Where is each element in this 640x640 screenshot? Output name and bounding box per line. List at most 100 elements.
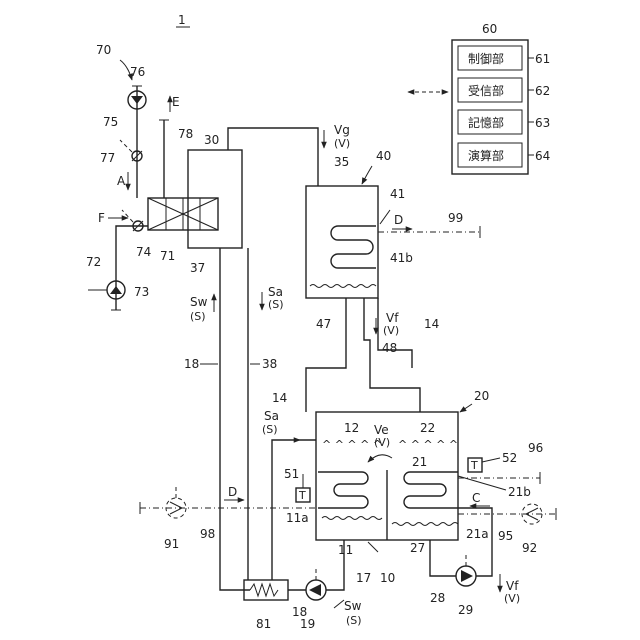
flow-Vf-mid: Vf (386, 311, 399, 325)
unit-10-ref: 10 (380, 571, 395, 585)
control-unit: 60 制御部 61 受信部 62 記憶部 63 演算部 64 (408, 22, 550, 174)
coil-21a-ref: 21a (466, 527, 489, 541)
coil-11 (318, 472, 368, 508)
tank-40-ref: 40 (376, 149, 391, 163)
pump-92-ref: 92 (522, 541, 537, 555)
coil-21b-ref: 21b (508, 485, 531, 499)
control-unit-ref: 60 (482, 22, 497, 36)
pipe-95-ref: 95 (498, 529, 513, 543)
pump-73-ref: 73 (134, 285, 149, 299)
flow-Sw-top: Sw (190, 295, 208, 309)
heat-exchanger-81-ref: 81 (256, 617, 271, 631)
loop-ref: 70 (96, 43, 111, 57)
unit-20-leader (460, 404, 472, 412)
flow-Sa-top: Sa (268, 285, 283, 299)
flow-Vg: Vg (334, 123, 350, 137)
pipe-28-ref: 28 (430, 591, 445, 605)
pipe-96-ref: 96 (528, 441, 543, 455)
liquid-pipes: Vf (V) 14 48 14 (272, 298, 439, 412)
flow-Ve: Ve (374, 423, 389, 437)
control-cell-4: 演算部 64 (458, 143, 550, 167)
nozzle-22-ref: 22 (420, 421, 435, 435)
control-cell-label: 制御部 (468, 51, 504, 66)
pipe-to-pump-29 (430, 540, 456, 576)
control-cell-1: 制御部 61 (458, 46, 550, 70)
sa-inlet-pipe (272, 440, 316, 580)
condenser-tank: 40 41 41b 47 D 99 (306, 149, 480, 331)
heat-exchanger-ref: 71 (160, 249, 175, 263)
absorber-bottom-ref: 37 (190, 261, 205, 275)
pump-76-ref: 76 (130, 65, 145, 79)
leader-sw (334, 600, 344, 608)
control-cell-label: 受信部 (468, 83, 504, 98)
sa-inlet: Sa (S) (262, 409, 316, 580)
pump-29-ref: 29 (458, 603, 473, 617)
pump-29-symbol (461, 570, 473, 582)
cooling-water-loop: 70 76 75 77 A E 78 F 74 72 73 (86, 43, 193, 310)
control-cell-ref: 64 (535, 149, 550, 163)
pipe-35-ref: 35 (334, 155, 349, 169)
flow-Vg-sub: (V) (334, 137, 350, 150)
pipe-14 (306, 298, 346, 412)
vapor-pipe-35: Vg (V) 35 (228, 123, 350, 186)
sensor-52-ref: 52 (502, 451, 517, 465)
valve-77-signal (120, 140, 132, 152)
figure-number-text: 1 (178, 13, 186, 27)
flow-Sa-top-sub: (S) (268, 298, 284, 311)
flow-Vf-bottom-sub: (V) (504, 592, 520, 605)
pipe-78-ref: 78 (178, 127, 193, 141)
control-cell-ref: 63 (535, 116, 550, 130)
flow-Sa-low: Sa (264, 409, 279, 423)
pump-76-symbol (131, 96, 143, 104)
valve-77-ref: 77 (100, 151, 115, 165)
flow-A: A (117, 174, 126, 188)
pipe-18 (220, 248, 250, 590)
flow-D-top: D (394, 213, 403, 227)
flow-Sw-bottom: Sw (344, 599, 362, 613)
coil-41b-ref: 41b (390, 251, 413, 265)
arrow-Ve (368, 455, 392, 462)
chamber-27-ref: 27 (410, 541, 425, 555)
wall-17-ref: 17 (356, 571, 371, 585)
pump-73-symbol (110, 286, 122, 294)
control-cell-ref: 62 (535, 84, 550, 98)
coil-11-ref: 11 (338, 543, 353, 557)
pipe-38-ref: 38 (262, 357, 277, 371)
pipe-14-ref-b: 14 (272, 391, 287, 405)
absorber-ref: 30 (204, 133, 219, 147)
control-cell-2: 受信部 62 (458, 78, 550, 102)
tank-40-bottom-ref: 47 (316, 317, 331, 331)
leader-52 (482, 458, 500, 462)
valve-74-ref: 74 (136, 245, 151, 259)
unit-right-liquid (392, 523, 458, 526)
pump-91-ref: 91 (164, 537, 179, 551)
evaporator-unit: 20 ^ ^ ^ ^ ^ ^ ^ ^ ^ ^ 12 22 Ve (V) 21 1… (284, 389, 531, 585)
flow-E: E (172, 95, 180, 109)
coil-41 (331, 226, 376, 268)
coil-41-ref: 41 (390, 187, 405, 201)
flow-F: F (98, 211, 105, 225)
pump-19-symbol (309, 584, 321, 596)
flow-Ve-sub: (V) (374, 436, 390, 449)
flow-Sw-top-sub: (S) (190, 310, 206, 323)
flow-Vf-bottom: Vf (506, 579, 519, 593)
spray-right: ^ ^ ^ ^ ^ (398, 438, 458, 451)
control-cell-label: 記憶部 (468, 115, 504, 130)
pipe-75-ref: 75 (103, 115, 118, 129)
flow-C: C (472, 491, 480, 505)
unit-20-ref: 20 (474, 389, 489, 403)
coil-11a-ref: 11a (286, 511, 309, 525)
pump-19-ref: 19 (300, 617, 315, 631)
valve-74-signal (122, 210, 133, 222)
flow-D-bottom: D (228, 485, 237, 499)
pipe-72-ref: 72 (86, 255, 101, 269)
nozzle-12-ref: 12 (344, 421, 359, 435)
flow-Vf-mid-sub: (V) (383, 324, 399, 337)
unit-left-liquid (322, 517, 382, 520)
tank-40-shell (306, 186, 378, 298)
flow-Sa-low-sub: (S) (262, 423, 278, 436)
coil-21 (404, 472, 458, 508)
sensor-51-ref: 51 (284, 467, 299, 481)
pipe-18-bottom-ref: 18 (292, 605, 307, 619)
